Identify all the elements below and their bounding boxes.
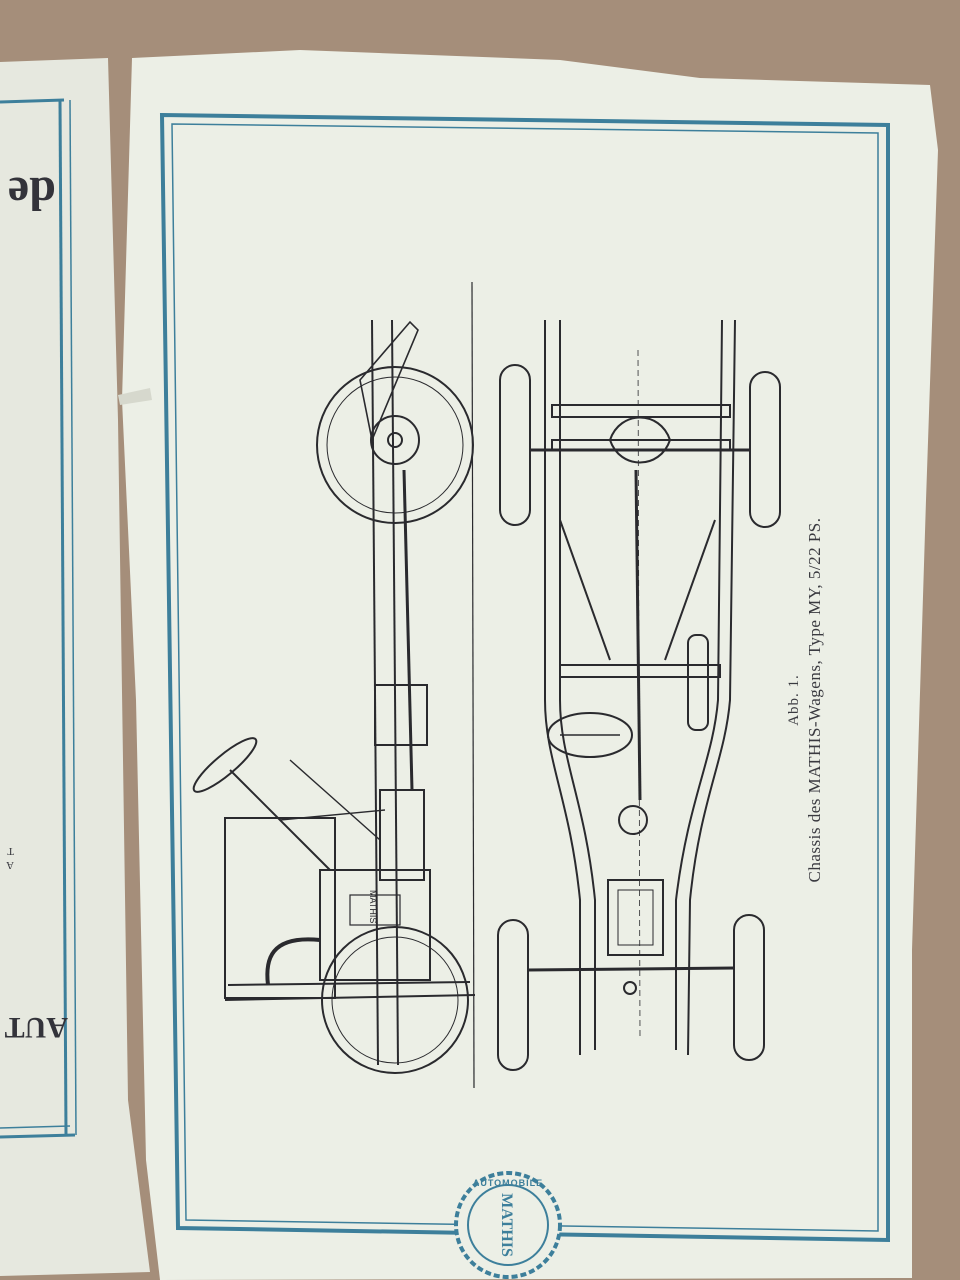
mathis-automobile-seal: MATHIS AUTOMOBILE bbox=[454, 1171, 562, 1279]
plan-view-drawing bbox=[497, 319, 781, 1071]
figure-caption: Abb. 1. Chassis des MATHIS-Wagens, Type … bbox=[785, 518, 825, 883]
view-divider bbox=[471, 281, 475, 1089]
caption-abb: Abb. 1. bbox=[786, 674, 802, 726]
seal-monogram: MATHIS bbox=[498, 1193, 515, 1257]
left-fragment-t: T bbox=[7, 845, 14, 857]
left-page: de AUT A T bbox=[0, 58, 150, 1276]
engine-plate-label: MATHIS bbox=[368, 890, 378, 923]
left-fragment-aut: AUT bbox=[5, 1011, 68, 1044]
caption-title: Chassis des MATHIS-Wagens, Type MY, 5/22… bbox=[804, 517, 824, 883]
side-elevation-drawing: MATHIS bbox=[192, 319, 476, 1074]
left-fragment-de: de bbox=[8, 167, 56, 220]
left-fragment-a: A bbox=[6, 859, 14, 871]
seal-text: AUTOMOBILE bbox=[473, 1178, 543, 1188]
